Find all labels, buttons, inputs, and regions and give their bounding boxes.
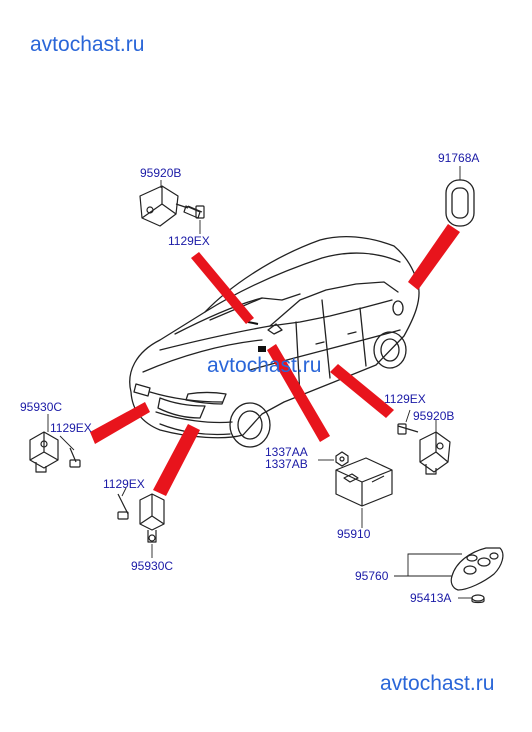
car-outline — [129, 236, 420, 448]
label-95920B-right: 95920B — [413, 409, 454, 423]
leader-airbag-module — [267, 344, 330, 442]
sensor-95920B-right-icon — [419, 431, 451, 475]
label-95930C-left: 95930C — [20, 400, 62, 414]
leader-top-sensor — [191, 252, 254, 324]
label-1337AB: 1337AB — [265, 457, 308, 471]
thin-leader-lines — [47, 166, 472, 599]
sensor-95930C-left-icon — [29, 431, 59, 473]
sensor-location-marker — [258, 346, 266, 352]
bolt-1129EX-top-icon — [187, 205, 205, 219]
leader-right-side-sensor — [330, 364, 394, 418]
grommet-91768A-icon — [445, 179, 475, 227]
label-1129EX-right: 1129EX — [384, 392, 426, 406]
bolt-1129EX-right-icon — [397, 423, 419, 435]
battery-95413A-icon — [471, 594, 485, 604]
sensor-95930C-front-icon — [139, 493, 165, 543]
bolt-1129EX-left-icon — [69, 447, 81, 468]
airbag-module-95910-icon — [335, 457, 393, 507]
label-1129EX-top: 1129EX — [168, 234, 210, 248]
sensor-location-tick — [247, 321, 259, 325]
label-95760: 95760 — [355, 569, 389, 583]
key-fob-95760-icon — [450, 547, 504, 591]
leader-fuel-door-grommet — [408, 224, 460, 290]
leader-left-front-sensor — [90, 402, 150, 444]
red-leaders — [90, 224, 460, 496]
leader-front-bumper-sensor — [153, 424, 200, 496]
label-95920B-top: 95920B — [140, 166, 181, 180]
label-1129EX-left: 1129EX — [50, 421, 92, 435]
sensor-95920B-top-icon — [139, 185, 201, 227]
label-95413A: 95413A — [410, 591, 451, 605]
bolt-1129EX-front-icon — [117, 493, 129, 520]
label-91768A: 91768A — [438, 151, 479, 165]
label-1129EX-front: 1129EX — [103, 477, 145, 491]
nut-1337AA-icon — [335, 451, 349, 467]
label-95910: 95910 — [337, 527, 371, 541]
watermark-middle: avtochast.ru — [207, 354, 322, 377]
watermark-top: avtochast.ru — [30, 33, 145, 56]
label-1337AA: 1337AA — [265, 445, 308, 459]
label-95930C-front: 95930C — [131, 559, 173, 573]
watermark-bottom: avtochast.ru — [380, 672, 495, 695]
